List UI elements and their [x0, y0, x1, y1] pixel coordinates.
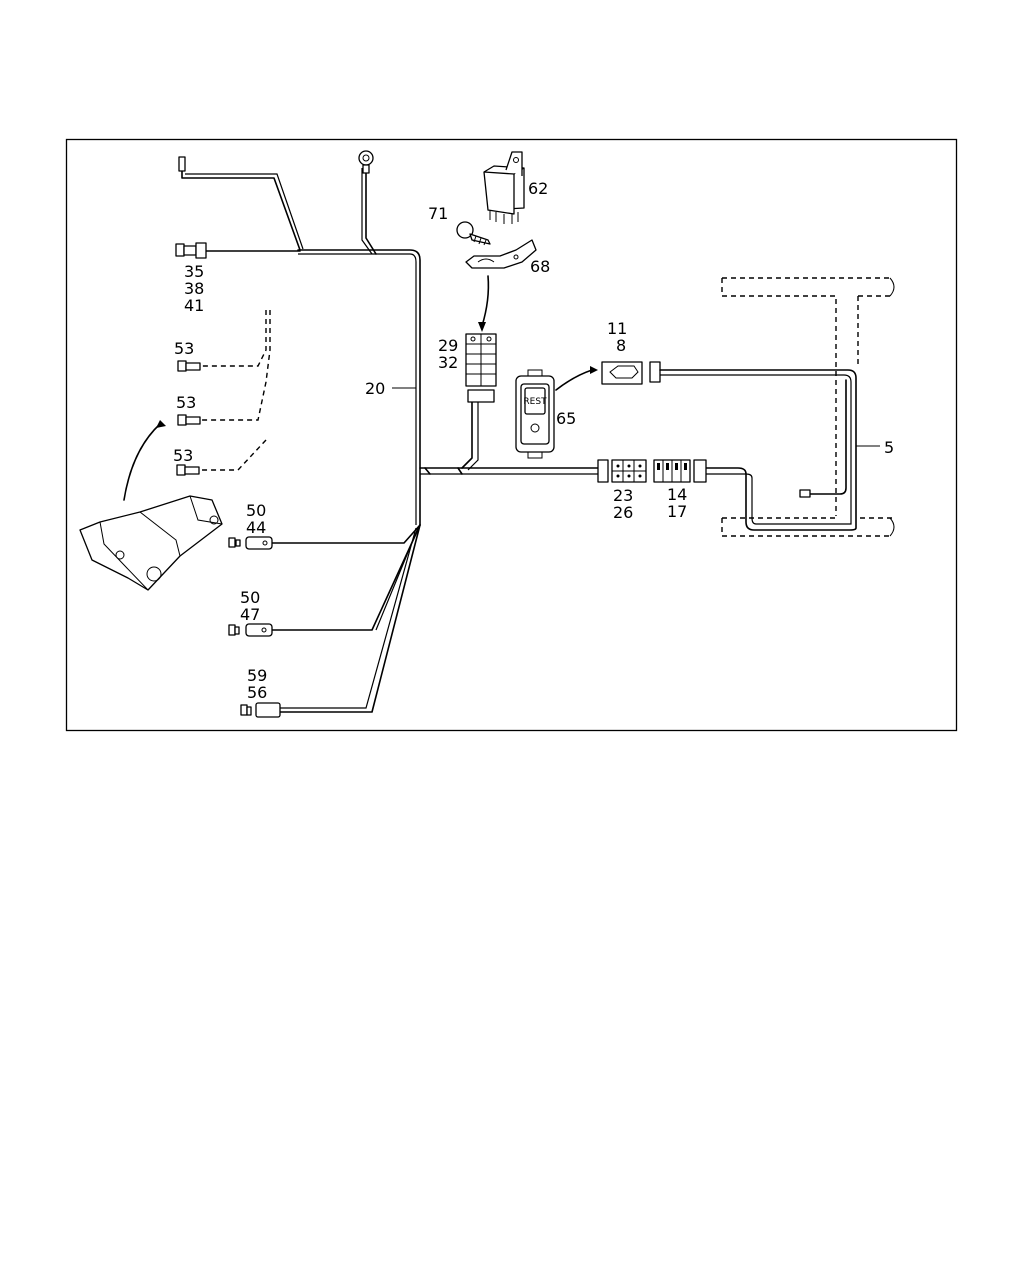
- control-unit-bracket-icon: [79, 420, 223, 591]
- ground-ring-icon: [358, 150, 374, 174]
- callout-62: 62: [528, 179, 548, 198]
- callout-53-mid: 53: [176, 393, 196, 412]
- callouts: 35 38 41 53 53 53 20 50 44 50 47 59 56 6…: [173, 179, 894, 702]
- sensor-plug-icon: [175, 156, 207, 259]
- callout-32: 32: [438, 353, 458, 372]
- callout-20: 20: [365, 379, 385, 398]
- sub-harness-5: [659, 369, 880, 531]
- callout-41: 41: [184, 296, 204, 315]
- connector-block-14: [653, 459, 707, 483]
- callout-50-lower: 50: [240, 588, 260, 607]
- callout-14: 14: [667, 485, 687, 504]
- callout-26: 26: [613, 503, 633, 522]
- callout-50-upper: 50: [246, 501, 266, 520]
- connector-53-mid-icon: [177, 414, 201, 426]
- screw-icon: [456, 221, 491, 246]
- callout-35: 35: [184, 262, 204, 281]
- callout-29: 29: [438, 336, 458, 355]
- rocker-switch-icon: REST: [515, 369, 555, 459]
- diagram-frame: [65, 138, 958, 732]
- callout-59: 59: [247, 666, 267, 685]
- callout-53-top: 53: [174, 339, 194, 358]
- switch-panel-connector-icon: [601, 361, 661, 385]
- switch-label: REST: [523, 397, 547, 407]
- terminal-47: [228, 623, 273, 637]
- connector-53-bottom-icon: [176, 464, 200, 476]
- fuse-block-icon: [465, 333, 497, 403]
- callout-68: 68: [530, 257, 550, 276]
- callout-5: 5: [884, 438, 894, 457]
- mounting-bracket-icon: [465, 239, 537, 269]
- callout-11: 11: [607, 319, 627, 338]
- callout-17: 17: [667, 502, 687, 521]
- relay-icon: [483, 151, 525, 224]
- callout-38: 38: [184, 279, 204, 298]
- callout-56: 56: [247, 683, 267, 702]
- callout-44: 44: [246, 518, 266, 537]
- callout-71: 71: [428, 204, 448, 223]
- terminal-44: [228, 536, 273, 550]
- main-harness: [181, 167, 601, 713]
- callout-23: 23: [613, 486, 633, 505]
- callout-47: 47: [240, 605, 260, 624]
- connector-56: [240, 702, 281, 718]
- callout-53-bottom: 53: [173, 446, 193, 465]
- connectors-53: [176, 310, 271, 476]
- connector-53-top-icon: [177, 360, 201, 372]
- callout-65: 65: [556, 409, 576, 428]
- dashed-body-outline: [721, 277, 895, 537]
- callout-8: 8: [616, 336, 626, 355]
- connector-block-23: [597, 459, 647, 483]
